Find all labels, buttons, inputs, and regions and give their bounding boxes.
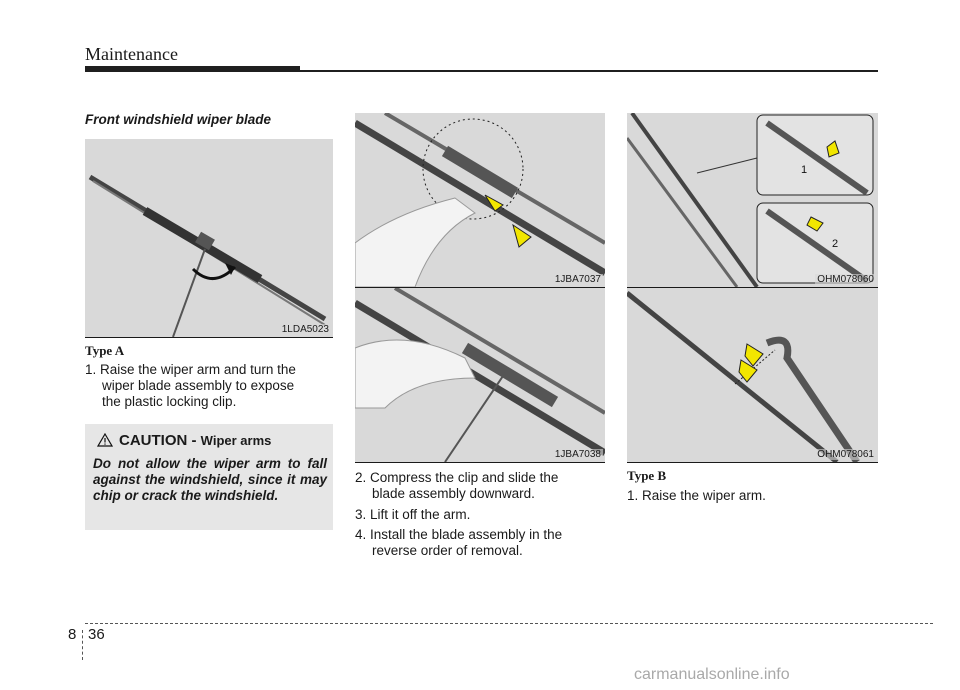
page-header-title: Maintenance bbox=[85, 44, 178, 64]
figure-rule bbox=[627, 287, 878, 288]
step-3: 3. Lift it off the arm. bbox=[355, 507, 605, 523]
step-text: Raise the wiper arm. bbox=[642, 488, 766, 503]
step-number: 1. bbox=[627, 488, 639, 503]
step-4: 4. Install the blade assembly in the rev… bbox=[355, 527, 605, 559]
watermark: carmanualsonline.info bbox=[634, 666, 790, 683]
figure-rule bbox=[627, 462, 878, 463]
step-number: 4. bbox=[355, 527, 367, 542]
figure-rule bbox=[85, 337, 333, 338]
slide-blade-illustration bbox=[355, 288, 605, 462]
caution-text: Do not allow the wiper arm to fall again… bbox=[93, 456, 327, 503]
chapter-number: 8 bbox=[68, 626, 77, 643]
warning-triangle-icon bbox=[97, 433, 113, 447]
figure-code: 1JBA7038 bbox=[552, 449, 603, 460]
callout-2: 2 bbox=[832, 238, 838, 250]
figure-code: OHM078061 bbox=[815, 449, 876, 460]
figure-type-b-arm: OHM078061 bbox=[627, 288, 878, 462]
step-text: Raise the wiper arm and turn the bbox=[100, 362, 296, 377]
figure-type-b-clip: 1 2 OHM078060 bbox=[627, 113, 878, 287]
wiper-blade-illustration bbox=[88, 174, 327, 337]
header-rule-thick bbox=[85, 66, 300, 72]
section-title: Front windshield wiper blade bbox=[85, 112, 272, 127]
header-rule-thin bbox=[300, 70, 878, 72]
caution-subtitle: Wiper arms bbox=[200, 433, 272, 448]
step-number: 3. bbox=[355, 507, 367, 522]
step-number: 2. bbox=[355, 470, 367, 485]
type-b-label: Type B bbox=[627, 468, 667, 483]
figure-wiper-blade-type-a: 1LDA5023 bbox=[85, 139, 333, 337]
type-b-step-1: 1. Raise the wiper arm. bbox=[627, 488, 878, 504]
step-2: 2. Compress the clip and slide the blade… bbox=[355, 470, 605, 502]
type-a-label: Type A bbox=[85, 343, 125, 358]
callout-1: 1 bbox=[801, 164, 807, 176]
step-number: 1. bbox=[85, 362, 97, 377]
step-text: Install the blade assembly in the bbox=[370, 527, 563, 542]
compress-clip-illustration bbox=[355, 113, 605, 287]
footer-rule bbox=[85, 623, 933, 624]
type-b-clip-illustration: 1 2 bbox=[627, 113, 874, 287]
step-text: reverse order of removal. bbox=[372, 543, 523, 558]
caution-title: CAUTION - bbox=[119, 432, 197, 449]
step-text: Compress the clip and slide the bbox=[370, 470, 559, 485]
figure-compress-clip: 1JBA7037 bbox=[355, 113, 605, 287]
figure-code: 1LDA5023 bbox=[279, 324, 331, 335]
figure-rule bbox=[355, 287, 605, 288]
step-text: Lift it off the arm. bbox=[370, 507, 471, 522]
step-text: blade assembly downward. bbox=[372, 486, 535, 501]
type-a-step-1: 1. Raise the wiper arm and turn the wipe… bbox=[85, 362, 333, 410]
step-text: the plastic locking clip. bbox=[102, 394, 237, 409]
figure-slide-blade: 1JBA7038 bbox=[355, 288, 605, 462]
figure-code: 1JBA7037 bbox=[552, 274, 603, 285]
figure-code: OHM078060 bbox=[815, 274, 876, 285]
caution-box: CAUTION - Wiper arms Do not allow the wi… bbox=[85, 424, 333, 530]
step-text: wiper blade assembly to expose bbox=[102, 378, 295, 393]
page-number: 36 bbox=[88, 626, 105, 643]
type-b-arm-illustration bbox=[627, 291, 860, 462]
footer-divider bbox=[82, 630, 83, 660]
figure-rule bbox=[355, 462, 605, 463]
caution-heading: CAUTION - Wiper arms bbox=[119, 432, 271, 449]
